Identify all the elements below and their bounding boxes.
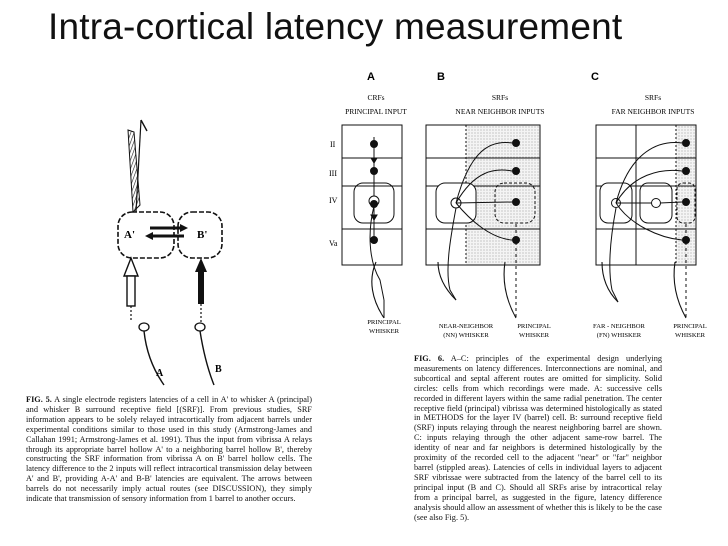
panel-b-line1: SRFs (492, 93, 508, 102)
input-arrow-b (194, 258, 215, 386)
panel-a-letter: A (367, 71, 375, 83)
fig6-caption-text: A–C: principles of the experimental desi… (414, 354, 662, 522)
fig5-caption: FIG. 5. A single electrode registers lat… (26, 395, 312, 504)
fig6-caption: FIG. 6. A–C: principles of the experimen… (414, 354, 662, 522)
input-arrow-a (122, 256, 165, 386)
panel-c-line1: SRFs (645, 93, 661, 102)
whisker-label-a-2: WHISKER (369, 328, 400, 335)
panel-b-line2: NEAR NEIGHBOR INPUTS (455, 107, 544, 116)
barrel-b-prime (177, 211, 223, 259)
barrel-b-label: B' (197, 229, 207, 241)
whisker-label-b-right-1: PRINCIPAL (517, 323, 550, 330)
layer-label-iv: IV (329, 196, 338, 205)
panel-c-grid (595, 124, 697, 318)
layer-label-va: Va (329, 239, 338, 248)
whisker-label-c-right-1: PRINCIPAL (673, 323, 706, 330)
panel-c-line2: FAR NEIGHBOR INPUTS (612, 107, 695, 116)
panel-a-line1: CRFs (367, 93, 384, 102)
fig5-caption-text: A single electrode registers latencies o… (26, 395, 312, 504)
slide-title: Intra-cortical latency measurement (48, 6, 623, 47)
barrel-a-label: A' (124, 229, 135, 241)
fig6-caption-lead: FIG. 6. (414, 354, 445, 363)
fig6-diagram: A CRFs PRINCIPAL INPUT B SRFs NEAR NEIGH… (329, 71, 707, 339)
panel-a-line2: PRINCIPAL INPUT (345, 107, 407, 116)
whisker-label-c-left-2: (FN) WHISKER (597, 332, 642, 339)
fig5-caption-lead: FIG. 5. (26, 395, 52, 404)
panel-b-letter: B (437, 71, 445, 83)
fig5-diagram: A' B' A B (117, 119, 223, 386)
whisker-label-c-left-1: FAR - NEIGHBOR (593, 323, 645, 330)
whisker-b-label: B (215, 364, 222, 375)
panel-c-letter: C (591, 71, 599, 83)
transfer-arrows (145, 224, 188, 240)
layer-label-ii: II (330, 140, 336, 149)
whisker-label-b-left-2: (NN) WHISKER (443, 332, 489, 339)
panel-b-grid (425, 124, 541, 318)
whisker-label-a-1: PRINCIPAL (367, 319, 400, 326)
whisker-a-label: A (156, 368, 164, 379)
whisker-symbols (371, 261, 687, 319)
whisker-label-b-right-2: WHISKER (519, 332, 550, 339)
whisker-label-b-left-1: NEAR-NEIGHBOR (439, 323, 494, 330)
whisker-label-c-right-2: WHISKER (675, 332, 706, 339)
panel-a-grid (341, 124, 403, 318)
layer-label-iii: III (329, 169, 337, 178)
